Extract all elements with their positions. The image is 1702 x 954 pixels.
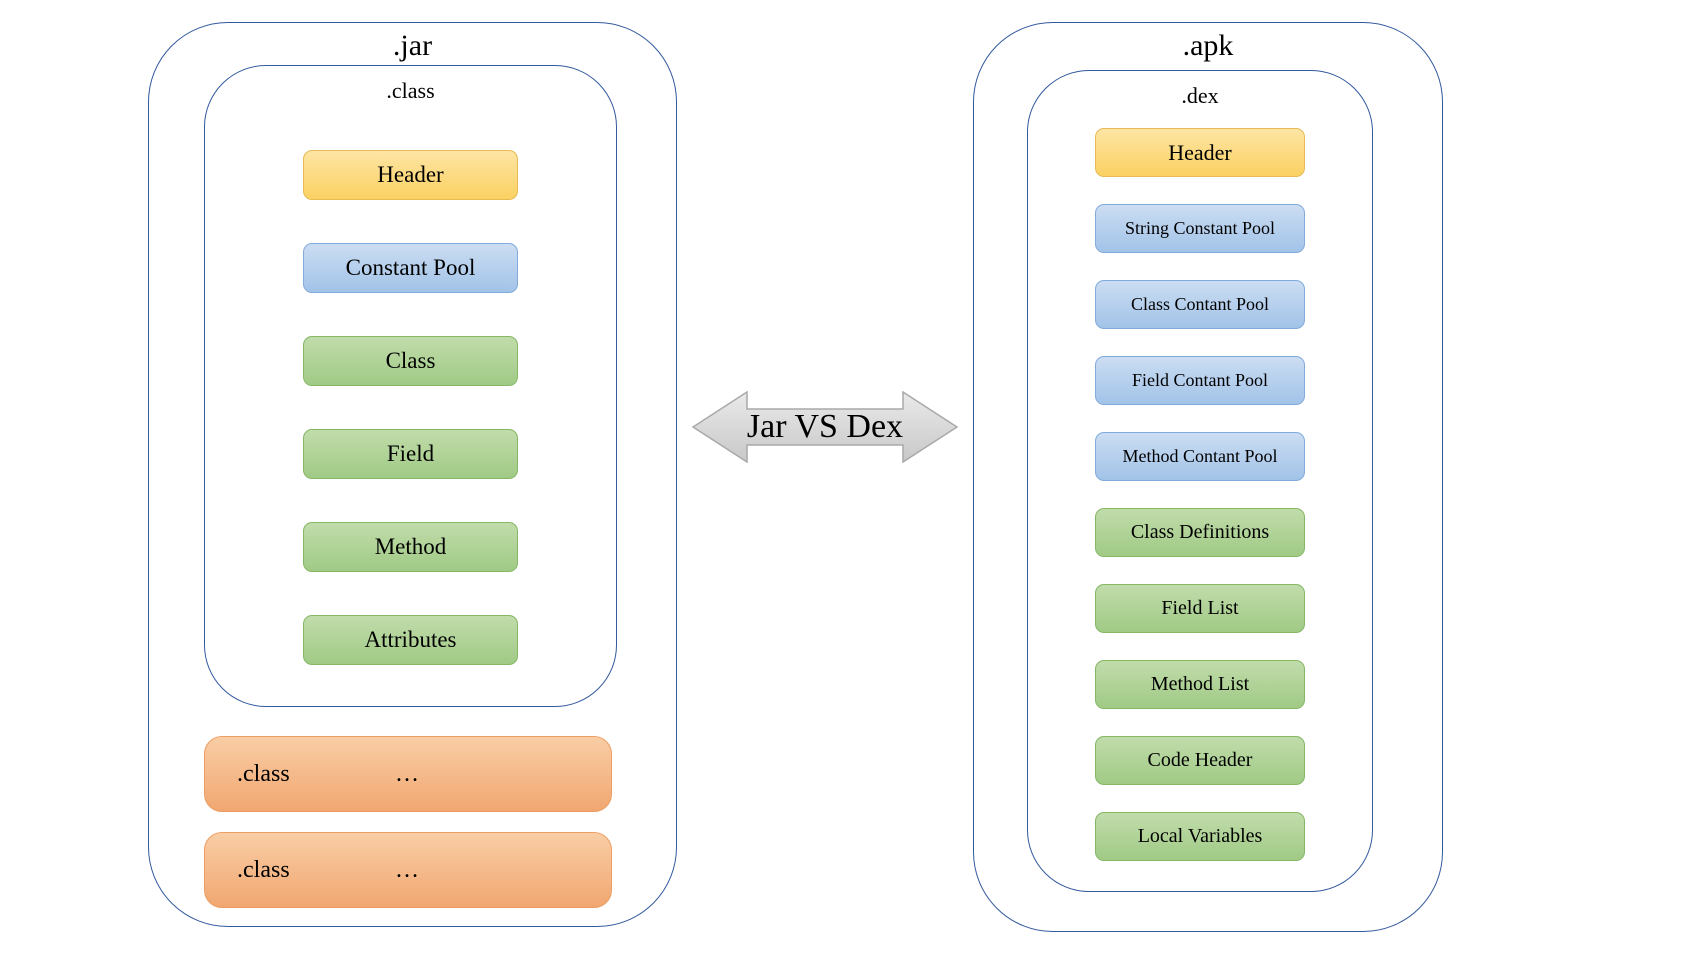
class-file-row: .class … bbox=[204, 832, 612, 908]
structure-box-code-header: Code Header bbox=[1095, 736, 1305, 785]
structure-box-attributes: Attributes bbox=[303, 615, 518, 665]
structure-box-method-contant-pool: Method Contant Pool bbox=[1095, 432, 1305, 481]
structure-box-header: Header bbox=[303, 150, 518, 200]
ellipsis-label: … bbox=[395, 856, 421, 883]
arrow-label: Jar VS Dex bbox=[746, 408, 904, 445]
class-file-label: .class bbox=[237, 760, 290, 787]
structure-box-header: Header bbox=[1095, 128, 1305, 177]
structure-box-local-variables: Local Variables bbox=[1095, 812, 1305, 861]
structure-box-constant-pool: Constant Pool bbox=[303, 243, 518, 293]
class-title: .class bbox=[386, 78, 435, 103]
comparison-arrow: Jar VS Dex bbox=[692, 391, 958, 463]
structure-box-field-list: Field List bbox=[1095, 584, 1305, 633]
structure-box-method: Method bbox=[303, 522, 518, 572]
double-arrow-icon bbox=[692, 391, 958, 463]
dex-title: .dex bbox=[1181, 83, 1219, 108]
structure-box-method-list: Method List bbox=[1095, 660, 1305, 709]
ellipsis-label: … bbox=[395, 760, 421, 787]
class-file-row: .class … bbox=[204, 736, 612, 812]
jar-title: .jar bbox=[392, 29, 433, 62]
structure-box-class-contant-pool: Class Contant Pool bbox=[1095, 280, 1305, 329]
structure-box-class-definitions: Class Definitions bbox=[1095, 508, 1305, 557]
structure-box-class: Class bbox=[303, 336, 518, 386]
structure-box-string-constant-pool: String Constant Pool bbox=[1095, 204, 1305, 253]
structure-box-field: Field bbox=[303, 429, 518, 479]
extra-class-files-list: .class … .class … bbox=[204, 736, 612, 908]
class-file-label: .class bbox=[237, 856, 290, 883]
apk-title: .apk bbox=[1182, 29, 1234, 62]
structure-box-field-contant-pool: Field Contant Pool bbox=[1095, 356, 1305, 405]
